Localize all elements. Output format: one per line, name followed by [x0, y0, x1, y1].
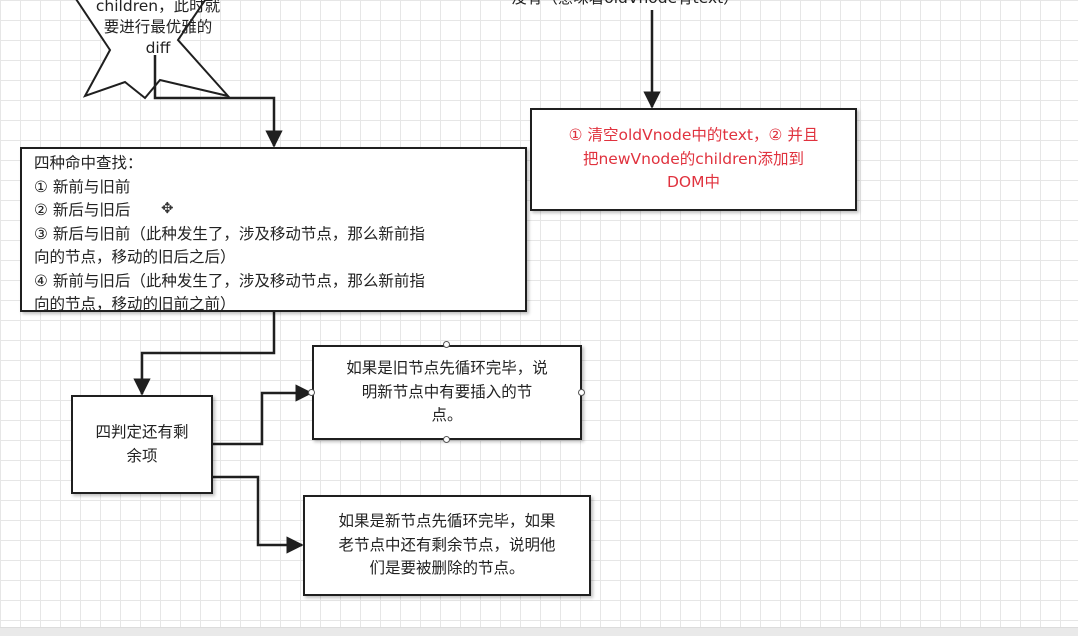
main-box-line: ④ 新前与旧后（此种发生了，涉及移动节点，那么新前指: [34, 271, 425, 290]
selection-handle-top[interactable]: [443, 341, 450, 348]
connector-decision-to-delete[interactable]: [212, 475, 304, 554]
star-text-line: 要进行最优雅的: [103, 18, 213, 36]
main-box-line: ③ 新后与旧前（此种发生了，涉及移动节点，那么新前指: [34, 224, 425, 243]
main-box-title: 四种命中查找：: [34, 154, 143, 172]
connector-decision-to-insert[interactable]: [212, 384, 313, 446]
clear-text-line: DOM中: [666, 173, 720, 192]
delete-line: 老节点中还有剩余节点，说明他: [338, 535, 556, 554]
four-hit-search-box[interactable]: 四种命中查找： ① 新前与旧前 ② 新后与旧后 ③ 新后与旧前（此种发生了，涉及…: [20, 147, 527, 313]
decision-line: 四判定还有剩: [95, 423, 189, 441]
horizontal-scrollbar[interactable]: [0, 627, 1078, 636]
main-box-line: 向的节点，移动的旧后之后）: [34, 248, 236, 266]
connector-main-to-decision[interactable]: [133, 312, 276, 396]
connector-star-to-main[interactable]: [153, 55, 283, 148]
delete-line: 如果是新节点先循环完毕，如果: [338, 512, 556, 531]
selection-handle-bottom[interactable]: [443, 436, 450, 443]
selection-handle-right[interactable]: [578, 389, 585, 396]
clear-text-line: ① 清空oldVnode中的text，② 并且: [568, 126, 819, 145]
insert-line: 点。: [431, 406, 463, 425]
decision-line: 余项: [126, 446, 158, 465]
clear-text-line: 把newVnode的children添加到: [582, 149, 804, 168]
star-text-line: diff: [145, 39, 171, 57]
insert-line: 明新节点中有要插入的节: [361, 382, 533, 401]
star-text-line: children，此时就: [95, 0, 221, 15]
clear-text-box[interactable]: ① 清空oldVnode中的text，② 并且 把newVnode的childr…: [530, 108, 857, 211]
main-box-line: ① 新前与旧前: [34, 177, 131, 196]
selection-handle-left[interactable]: [308, 389, 315, 396]
main-box-line: ② 新后与旧后: [34, 201, 131, 219]
top-partial-text: 没有（意味着oldVnode有text）: [470, 0, 780, 8]
move-cursor-icon: ✥: [161, 199, 174, 217]
insert-line: 如果是旧节点先循环完毕，说: [346, 359, 548, 378]
star-text: children，此时就 要进行最优雅的 diff: [78, 0, 238, 59]
insert-nodes-box[interactable]: 如果是旧节点先循环完毕，说 明新节点中有要插入的节 点。: [312, 345, 582, 440]
delete-nodes-box[interactable]: 如果是新节点先循环完毕，如果 老节点中还有剩余节点，说明他 们是要被删除的节点。: [303, 495, 591, 596]
main-box-line: 向的节点，移动的旧前之前）: [34, 295, 236, 313]
delete-line: 们是要被删除的节点。: [369, 559, 525, 578]
star-shape[interactable]: [70, 0, 231, 100]
remaining-check-box[interactable]: 四判定还有剩 余项: [71, 395, 213, 494]
